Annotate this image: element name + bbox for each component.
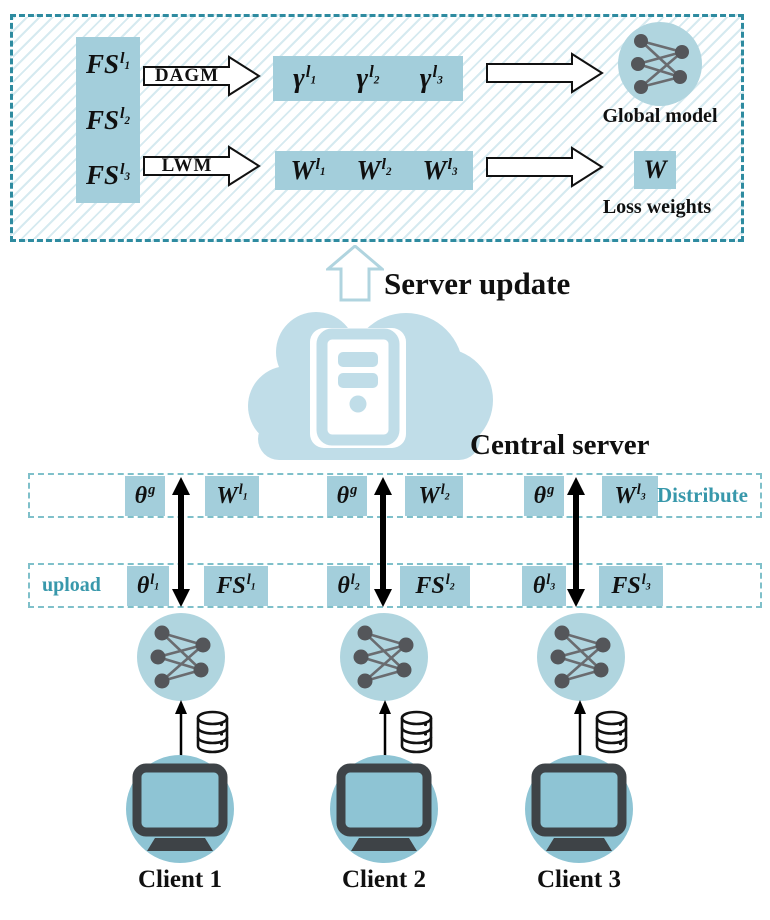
server-update-process-box: FSl1 FSl2 FSl3 DAGM LWM γl1 γl2 γl3 Wl1 …: [10, 14, 744, 242]
w-l3-chip: Wl3: [602, 476, 658, 516]
fs-l3-chip: FSl3: [599, 566, 663, 606]
fs-l1-label: FSl1: [85, 49, 131, 80]
computer-icon: [519, 754, 639, 871]
arrow-to-global-model: [485, 52, 605, 99]
train-arrow-icon: [377, 700, 393, 761]
computer-icon: [120, 754, 240, 871]
theta-l1-chip: θl1: [127, 566, 169, 606]
theta-g-chip: θg: [524, 476, 564, 516]
loss-weights-label: Loss weights: [602, 196, 712, 218]
arrow-to-loss-weights: [485, 146, 605, 193]
database-icon: [399, 710, 434, 759]
train-arrow-icon: [572, 700, 588, 761]
w-l1-label: Wl1: [290, 154, 326, 186]
computer-icon: [324, 754, 444, 871]
right-block-arrow-icon: [143, 55, 261, 97]
theta-g-chip: θg: [327, 476, 367, 516]
gamma-l1-label: γl1: [293, 61, 317, 95]
neural-network-icon: [537, 613, 625, 701]
w-l3-label: Wl3: [422, 154, 458, 186]
updown-arrow-icon: [564, 476, 588, 613]
client-2-label: Client 2: [341, 866, 427, 893]
gamma-strip: γl1 γl2 γl3: [273, 56, 463, 101]
loss-weight-chip: W: [634, 151, 676, 189]
updown-arrow-icon: [169, 476, 193, 613]
fs-l2-chip: FSl2: [400, 566, 470, 606]
w-l2-chip: Wl2: [405, 476, 463, 516]
train-arrow-icon: [173, 700, 189, 761]
neural-network-icon: [137, 613, 225, 701]
client-3-label: Client 3: [536, 866, 622, 893]
fs-l3-label: FSl3: [85, 159, 131, 190]
w-l2-label: Wl2: [356, 154, 392, 186]
local-model-icon: [133, 612, 229, 709]
database-icon: [594, 710, 629, 759]
neural-network-icon: [618, 22, 702, 106]
dagm-arrow-label: DAGM: [154, 65, 220, 86]
lwm-arrow: LWM: [143, 145, 261, 187]
fs-l2-label: FSl2: [85, 104, 131, 135]
server-update-arrow-icon: [323, 244, 387, 307]
lwm-arrow-label: LWM: [161, 155, 213, 176]
w-l1-chip: Wl1: [205, 476, 259, 516]
upload-label: upload: [42, 574, 101, 596]
client-1-label: Client 1: [137, 866, 223, 893]
gamma-l2-label: γl2: [356, 61, 380, 95]
updown-arrow-icon: [371, 476, 395, 613]
theta-g-chip: θg: [125, 476, 165, 516]
fs-l1-chip: FSl1: [204, 566, 268, 606]
local-model-icon: [533, 612, 629, 709]
theta-l2-chip: θl2: [327, 566, 370, 606]
database-icon: [195, 710, 230, 759]
server-update-label: Server update: [384, 266, 571, 301]
upload-row: upload θl1 FSl1 θl2 FSl2 θl3 FSl3: [28, 563, 762, 608]
right-block-arrow-icon: [486, 52, 604, 94]
theta-l3-chip: θl3: [522, 566, 566, 606]
global-model-icon: [615, 21, 705, 114]
cloud-server-icon: [246, 300, 496, 471]
fs-stack: FSl1 FSl2 FSl3: [76, 37, 140, 203]
dagm-arrow: DAGM: [143, 55, 261, 97]
right-block-arrow-icon: [486, 146, 604, 188]
local-model-icon: [336, 612, 432, 709]
gamma-l3-label: γl3: [419, 61, 443, 95]
w-strip: Wl1 Wl2 Wl3: [275, 151, 473, 190]
distribute-row: θg Wl1 θg Wl2 θg Wl3 Distribute: [28, 473, 762, 518]
right-block-arrow-icon: [143, 145, 261, 187]
central-server-label: Central server: [470, 429, 650, 461]
distribute-label: Distribute: [657, 483, 748, 507]
neural-network-icon: [340, 613, 428, 701]
global-model-label: Global model: [602, 105, 718, 127]
